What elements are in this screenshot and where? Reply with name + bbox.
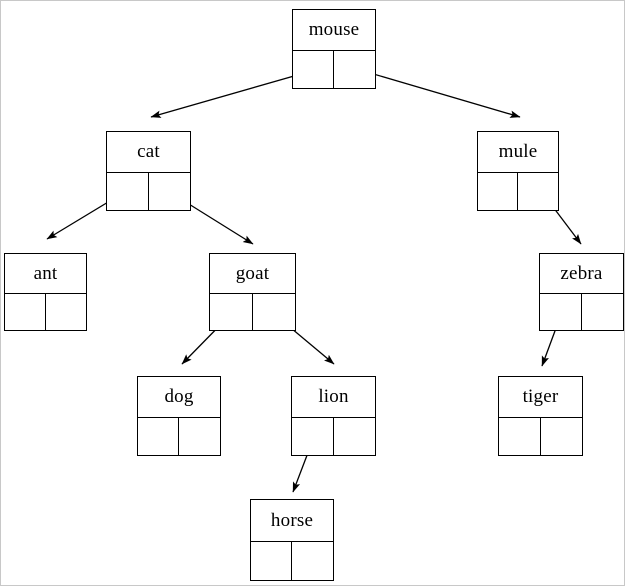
tree-node-zebra[interactable]: zebra — [539, 253, 624, 331]
right-pointer-cell-cat — [149, 173, 191, 210]
left-pointer-cell-zebra — [540, 293, 582, 330]
tree-node-label-mouse: mouse — [293, 10, 375, 51]
left-pointer-cell-tiger — [499, 417, 541, 455]
tree-node-label-zebra: zebra — [540, 254, 623, 294]
tree-node-label-dog: dog — [138, 377, 220, 418]
tree-node-pointers-horse — [251, 541, 333, 580]
tree-node-goat[interactable]: goat — [209, 253, 296, 331]
tree-edge-mouse-left-cat — [150, 69, 316, 118]
tree-node-label-tiger: tiger — [499, 377, 582, 418]
left-pointer-cell-mouse — [293, 50, 334, 88]
tree-node-pointers-zebra — [540, 293, 624, 330]
tree-node-pointers-goat — [210, 293, 296, 330]
tree-node-pointers-mule — [478, 172, 558, 210]
left-pointer-cell-dog — [138, 417, 179, 455]
tree-node-dog[interactable]: dog — [137, 376, 221, 456]
tree-node-horse[interactable]: horse — [250, 499, 334, 581]
tree-edge-mouse-right-mule — [352, 67, 521, 118]
tree-node-pointers-mouse — [293, 50, 375, 88]
right-pointer-cell-zebra — [582, 294, 624, 330]
left-pointer-cell-mule — [478, 172, 518, 210]
right-pointer-cell-dog — [179, 418, 220, 455]
left-pointer-cell-horse — [251, 541, 292, 580]
right-pointer-cell-horse — [292, 542, 333, 580]
left-pointer-cell-goat — [210, 293, 253, 330]
left-pointer-cell-ant — [5, 293, 46, 330]
left-pointer-cell-cat — [107, 172, 149, 210]
tree-node-mule[interactable]: mule — [477, 131, 559, 211]
tree-node-pointers-dog — [138, 417, 220, 455]
tree-node-mouse[interactable]: mouse — [292, 9, 376, 89]
right-pointer-cell-ant — [46, 294, 87, 330]
tree-node-label-mule: mule — [478, 132, 558, 173]
tree-node-label-cat: cat — [107, 132, 190, 173]
tree-node-label-ant: ant — [5, 254, 86, 294]
tree-node-label-goat: goat — [210, 254, 295, 294]
tree-node-tiger[interactable]: tiger — [498, 376, 583, 456]
tree-node-cat[interactable]: cat — [106, 131, 191, 211]
right-pointer-cell-goat — [253, 294, 296, 330]
tree-node-label-lion: lion — [292, 377, 375, 418]
tree-node-ant[interactable]: ant — [4, 253, 87, 331]
tree-node-pointers-ant — [5, 293, 87, 330]
tree-node-lion[interactable]: lion — [291, 376, 376, 456]
right-pointer-cell-tiger — [541, 418, 583, 455]
left-pointer-cell-lion — [292, 417, 334, 455]
right-pointer-cell-lion — [334, 418, 376, 455]
tree-node-label-horse: horse — [251, 500, 333, 542]
tree-node-pointers-cat — [107, 172, 191, 210]
tree-node-pointers-tiger — [499, 417, 583, 455]
right-pointer-cell-mouse — [334, 51, 375, 88]
right-pointer-cell-mule — [518, 173, 558, 210]
tree-node-pointers-lion — [292, 417, 376, 455]
